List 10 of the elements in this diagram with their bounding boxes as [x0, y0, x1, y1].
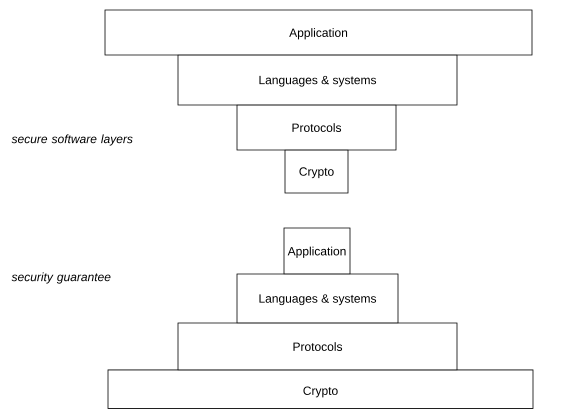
layer-box: Crypto — [108, 370, 534, 409]
side-label: security guarantee — [12, 272, 110, 284]
layer-box: Application — [104, 10, 532, 56]
layer-box: Protocols — [236, 104, 396, 150]
layer-box: Languages & systems — [178, 54, 458, 106]
layer-box: Application — [284, 228, 350, 274]
layer-box: Languages & systems — [236, 274, 398, 324]
side-label: secure software layers — [12, 134, 133, 146]
layer-box: Protocols — [178, 322, 458, 370]
layer-box: Crypto — [284, 150, 348, 194]
